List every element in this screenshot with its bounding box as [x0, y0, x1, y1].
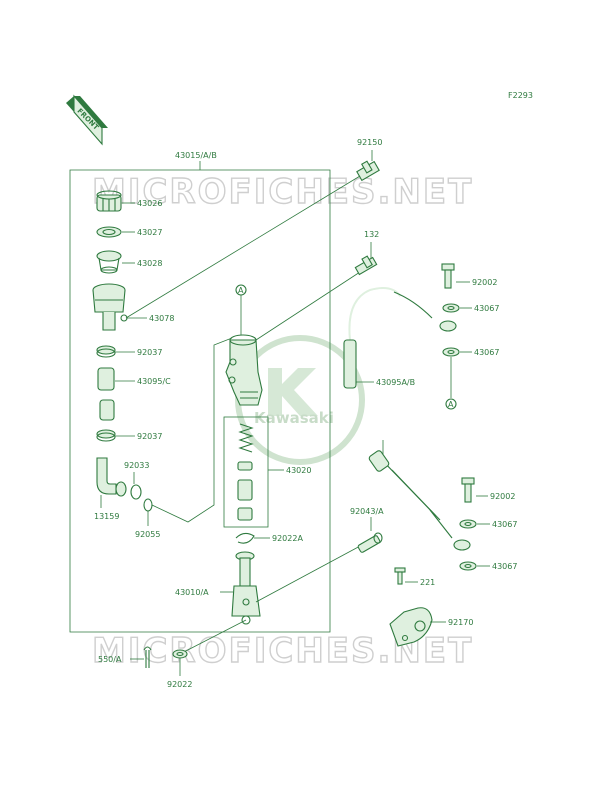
pin-92043 [357, 532, 383, 553]
callout-43020: 43020 [286, 466, 311, 475]
washer-92022 [172, 649, 188, 659]
callout-221: 221 [420, 578, 435, 587]
reservoir-plate [96, 226, 122, 238]
callout-43015: 43015/A/B [175, 151, 217, 160]
callout-43095c: 43095/C [137, 377, 171, 386]
callout-43095ab: 43095A/B [376, 378, 415, 387]
callout-43067-a: 43067 [474, 304, 499, 313]
svg-text:A: A [448, 400, 454, 409]
banjo-bolt-lower [461, 477, 475, 503]
callout-92002-lower: 92002 [490, 492, 515, 501]
ref-marker-a-left: A [235, 284, 247, 296]
callout-92033: 92033 [124, 461, 149, 470]
cotter-pin [143, 646, 152, 668]
washer-43067-b [442, 347, 460, 357]
callout-43067-c: 43067 [492, 520, 517, 529]
svg-text:Kawasaki: Kawasaki [254, 409, 334, 427]
callout-550a: 550/A [98, 655, 122, 664]
callout-43010: 43010/A [175, 588, 209, 597]
banjo-bolt-upper [441, 263, 455, 289]
hose-clamp-92170 [389, 607, 433, 647]
circlip-92022a [235, 532, 255, 544]
callout-43027: 43027 [137, 228, 162, 237]
callout-92055: 92055 [135, 530, 160, 539]
circlip-92033 [130, 484, 142, 500]
callout-13159: 13159 [94, 512, 119, 521]
washer-43067-c [459, 519, 477, 529]
master-cylinder-body [225, 334, 263, 406]
elbow-fitting [96, 457, 127, 497]
piston-kit [237, 423, 254, 521]
assembly-frame [69, 169, 331, 633]
hose-clamp-upper [96, 345, 116, 358]
callout-92037-lower: 92037 [137, 432, 162, 441]
callout-92002-upper: 92002 [472, 278, 497, 287]
front-arrow-icon: FRONT [66, 94, 108, 146]
brake-hose [343, 287, 471, 551]
callout-43078: 43078 [149, 314, 174, 323]
callout-92022: 92022 [167, 680, 192, 689]
callout-43028: 43028 [137, 259, 162, 268]
callout-43067-d: 43067 [492, 562, 517, 571]
o-ring-92055 [143, 498, 153, 512]
reservoir-cap [96, 190, 122, 212]
hose-clamp-lower [96, 429, 116, 442]
reservoir-hose [97, 367, 115, 421]
svg-text:A: A [238, 286, 244, 295]
bolt-132 [354, 255, 378, 276]
push-rod [231, 551, 261, 625]
callout-92022a: 92022A [272, 534, 303, 543]
callout-43026: 43026 [137, 199, 162, 208]
callout-92037-upper: 92037 [137, 348, 162, 357]
washer-43067-d [459, 561, 477, 571]
callout-92043: 92043/A [350, 507, 384, 516]
washer-43067-a [442, 303, 460, 313]
callout-43067-b: 43067 [474, 348, 499, 357]
reservoir-tank [92, 283, 128, 331]
reservoir-diaphragm [96, 250, 122, 274]
callout-92150: 92150 [357, 138, 382, 147]
diagram-code: F2293 [508, 91, 533, 100]
callout-92170: 92170 [448, 618, 473, 627]
callout-132: 132 [364, 230, 379, 239]
piston-kit-box [223, 416, 269, 528]
ref-marker-a-right: A [445, 398, 457, 410]
screw-221 [394, 567, 406, 585]
watermark-top: MICROFICHES.NET [92, 172, 473, 212]
